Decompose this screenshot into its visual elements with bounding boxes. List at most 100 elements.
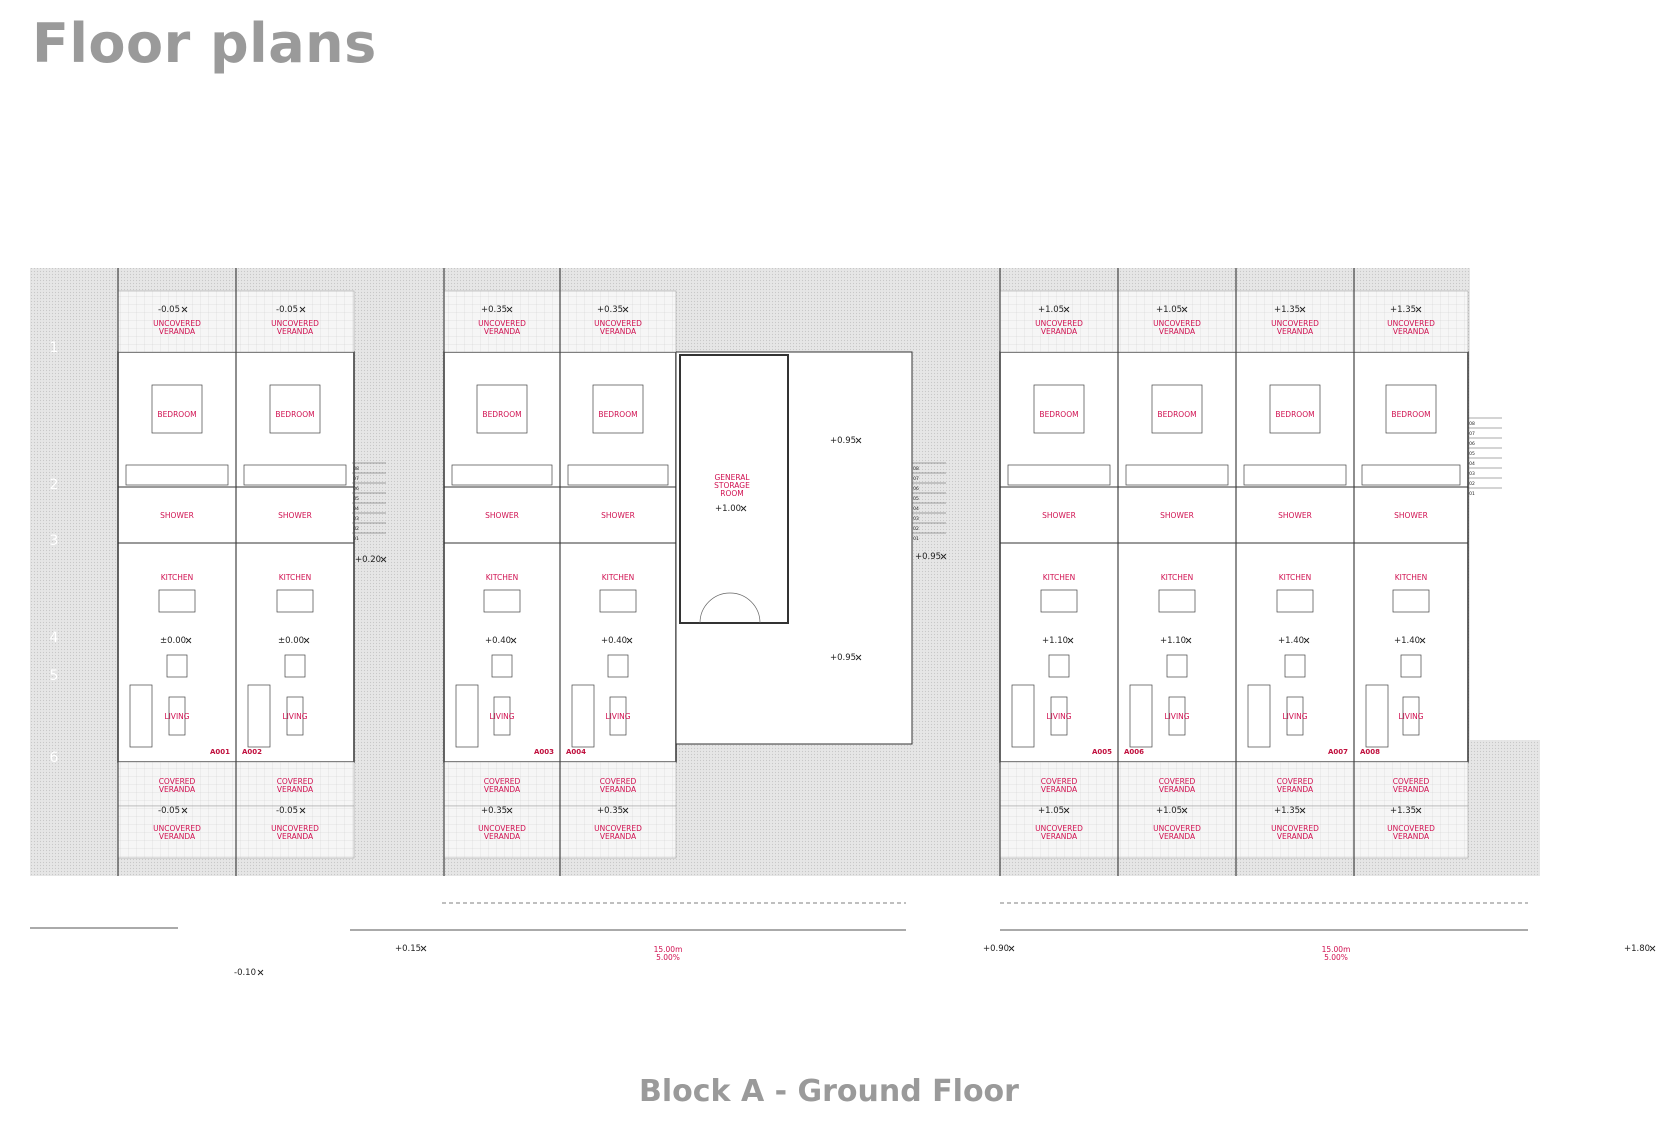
stair-step-number: 04: [1469, 461, 1475, 467]
level-symbol-icon: [506, 306, 513, 313]
level-symbol-icon: [940, 553, 947, 560]
armchair-icon: [1048, 654, 1070, 678]
site-ground-hatch: [945, 268, 997, 876]
covered-veranda: [235, 761, 355, 807]
plan-caption: Block A - Ground Floor: [639, 1074, 1019, 1109]
grid-number: 4: [50, 630, 59, 646]
site-ground-hatch: [388, 268, 436, 876]
sofa-icon: [129, 684, 153, 748]
unit-a003: BEDROOMSHOWERKITCHENLIVINGUNCOVEREDVERAN…: [443, 268, 561, 876]
stair-step-number: 05: [353, 496, 359, 502]
sofa-icon: [571, 684, 595, 748]
uncovered-veranda-top: [235, 290, 355, 353]
sofa-icon: [247, 684, 271, 748]
veranda-bottom-level: -0.05: [276, 806, 298, 816]
veranda-label: VERANDA: [159, 785, 196, 794]
ramp-length: 15.00m: [1322, 945, 1351, 954]
covered-veranda: [1353, 761, 1469, 807]
veranda-label: VERANDA: [277, 832, 314, 841]
unit-floor-level: +1.40: [1278, 636, 1304, 646]
unit-id: A001: [210, 748, 230, 756]
coffee-table-icon: [493, 696, 511, 736]
unit-floor-level: +1.40: [1394, 636, 1420, 646]
level-symbol-icon: [1299, 807, 1306, 814]
bed-icon: [269, 384, 321, 434]
level-symbol-icon: [380, 556, 387, 563]
ground-level: -0.10: [234, 968, 256, 978]
stair-step-number: 02: [1469, 481, 1475, 487]
stair-step-number: 01: [353, 536, 359, 542]
site-ground-hatch: [1470, 740, 1540, 876]
sofa-icon: [1011, 684, 1035, 748]
bed-icon: [592, 384, 644, 434]
uncovered-veranda-top: [117, 290, 237, 353]
veranda-label: VERANDA: [1159, 327, 1196, 336]
kitchen-island-icon: [483, 589, 521, 613]
veranda-label: VERANDA: [484, 832, 521, 841]
covered-veranda: [559, 761, 677, 807]
covered-label: COVERED: [1041, 777, 1078, 786]
veranda-label: VERANDA: [600, 832, 637, 841]
veranda-top-level: +1.35: [1274, 305, 1300, 315]
kitchen-island-icon: [1158, 589, 1196, 613]
wardrobe-icon: [1125, 464, 1229, 486]
unit-id: A004: [566, 748, 586, 756]
coffee-table-icon: [168, 696, 186, 736]
uncovered-label: UNCOVERED: [153, 319, 201, 328]
unit-a004: BEDROOMSHOWERKITCHENLIVINGUNCOVEREDVERAN…: [559, 268, 677, 876]
veranda-label: VERANDA: [600, 785, 637, 794]
veranda-top-level: +0.35: [597, 305, 623, 315]
level-symbol-icon: [622, 306, 629, 313]
stair-step-number: 01: [1469, 491, 1475, 497]
stair-step-number: 03: [353, 516, 359, 522]
covered-label: COVERED: [1277, 777, 1314, 786]
kitchen-island-icon: [599, 589, 637, 613]
armchair-icon: [284, 654, 306, 678]
wardrobe-icon: [125, 464, 229, 486]
uncovered-veranda-bottom: [235, 805, 355, 859]
wardrobe-icon: [1361, 464, 1461, 486]
covered-veranda: [1235, 761, 1355, 807]
kitchen-label: KITCHEN: [279, 573, 312, 582]
veranda-label: VERANDA: [1041, 327, 1078, 336]
uncovered-label: UNCOVERED: [1035, 319, 1083, 328]
armchair-icon: [491, 654, 513, 678]
veranda-label: VERANDA: [1393, 785, 1430, 794]
kitchen-island-icon: [1040, 589, 1078, 613]
page-title: Floor plans: [32, 12, 377, 75]
uncovered-label: UNCOVERED: [271, 319, 319, 328]
bed-icon: [1269, 384, 1321, 434]
level-symbol-icon: [299, 306, 306, 313]
veranda-bottom-level: +1.35: [1390, 806, 1416, 816]
uncovered-label: UNCOVERED: [1387, 319, 1435, 328]
unit-floor-level: +1.10: [1042, 636, 1068, 646]
grid-number: 3: [50, 533, 59, 549]
veranda-label: VERANDA: [277, 785, 314, 794]
kitchen-label: KITCHEN: [1161, 573, 1194, 582]
shower-label: SHOWER: [485, 511, 519, 520]
veranda-bottom-level: +1.05: [1156, 806, 1182, 816]
unit-a007: BEDROOMSHOWERKITCHENLIVINGUNCOVEREDVERAN…: [1235, 268, 1355, 876]
uncovered-label: UNCOVERED: [1271, 319, 1319, 328]
uncovered-label: UNCOVERED: [478, 319, 526, 328]
kitchen-label: KITCHEN: [161, 573, 194, 582]
level-symbol-icon: [1185, 637, 1192, 644]
covered-label: COVERED: [484, 777, 521, 786]
level-symbol-icon: [1303, 637, 1310, 644]
unit-id: A008: [1360, 748, 1380, 756]
bed-icon: [151, 384, 203, 434]
armchair-icon: [1166, 654, 1188, 678]
stair-step-number: 06: [913, 486, 919, 492]
shower-label: SHOWER: [278, 511, 312, 520]
level-symbol-icon: [185, 637, 192, 644]
covered-label: COVERED: [277, 777, 314, 786]
unit-a005: BEDROOMSHOWERKITCHENLIVINGUNCOVEREDVERAN…: [999, 268, 1119, 876]
level-symbol-icon: [299, 807, 306, 814]
storage-room-walls: [679, 354, 789, 624]
unit-a008: BEDROOMSHOWERKITCHENLIVINGUNCOVEREDVERAN…: [1353, 268, 1469, 876]
coffee-table-icon: [609, 696, 627, 736]
living-label: LIVING: [489, 712, 514, 721]
covered-label: COVERED: [159, 777, 196, 786]
sofa-icon: [455, 684, 479, 748]
